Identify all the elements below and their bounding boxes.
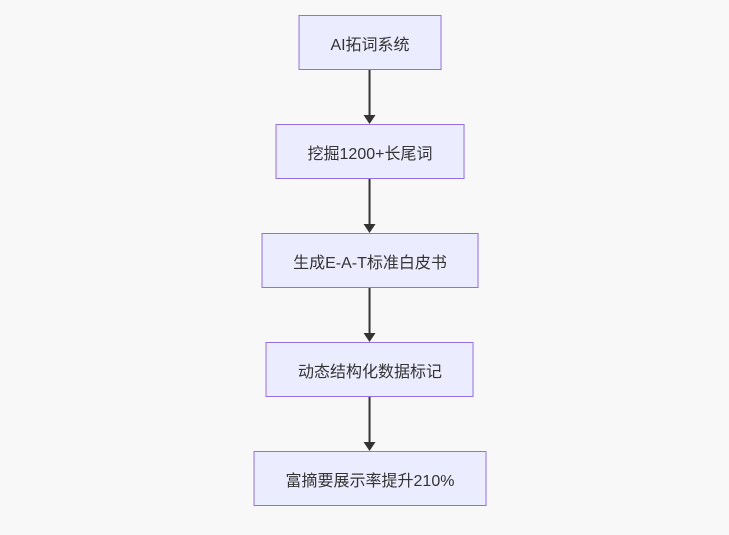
edge-line	[369, 288, 371, 334]
arrowhead-icon	[364, 224, 376, 233]
flow-arrow-1	[364, 70, 376, 124]
flow-arrow-2	[364, 179, 376, 233]
flow-node-ai-keyword-system: AI拓词系统	[298, 15, 442, 70]
flow-arrow-4	[364, 397, 376, 451]
flowchart: AI拓词系统 挖掘1200+长尾词 生成E-A-T标准白皮书 动态结构化数据标记	[253, 15, 487, 506]
arrowhead-icon	[364, 115, 376, 124]
flow-node-eat-whitepaper: 生成E-A-T标准白皮书	[261, 233, 479, 288]
edge-line	[369, 70, 371, 116]
flow-node-longtail-mining: 挖掘1200+长尾词	[275, 124, 465, 179]
flow-node-rich-snippet-result: 富摘要展示率提升210%	[253, 451, 487, 506]
flow-node-structured-data: 动态结构化数据标记	[265, 342, 474, 397]
arrowhead-icon	[364, 333, 376, 342]
flow-arrow-3	[364, 288, 376, 342]
edge-line	[369, 179, 371, 225]
flow-node-label: 生成E-A-T标准白皮书	[293, 254, 447, 272]
flow-node-label: AI拓词系统	[330, 36, 410, 54]
edge-line	[369, 397, 371, 443]
arrowhead-icon	[364, 442, 376, 451]
flow-node-label: 挖掘1200+长尾词	[307, 145, 433, 163]
flow-node-label: 动态结构化数据标记	[297, 363, 442, 381]
flow-node-label: 富摘要展示率提升210%	[285, 472, 455, 490]
